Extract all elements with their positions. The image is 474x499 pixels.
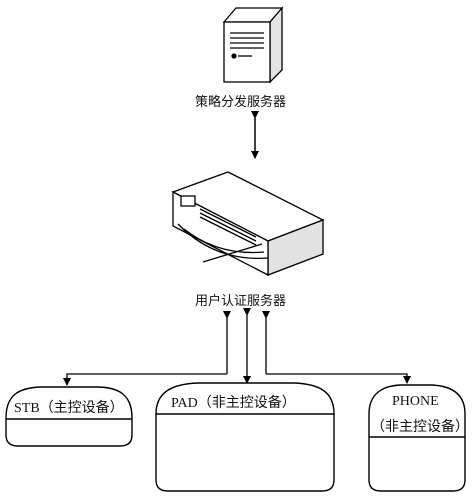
network-appliance-icon <box>171 171 325 277</box>
auth-server-connectors <box>63 308 411 386</box>
phone-label-line1: PHONE <box>392 394 439 409</box>
pad-device-box <box>155 382 335 492</box>
pad-label: PAD（非主控设备） <box>171 396 296 411</box>
phone-device-box <box>368 384 466 492</box>
phone-label-line2: （非主控设备） <box>371 420 469 435</box>
auth-server-label: 用户认证服务器 <box>195 294 287 309</box>
policy-server-label: 策略分发服务器 <box>195 95 287 110</box>
server-tower-icon <box>222 6 284 84</box>
stb-label: STB（主控设备） <box>14 401 124 416</box>
stb-device-box <box>5 386 133 447</box>
